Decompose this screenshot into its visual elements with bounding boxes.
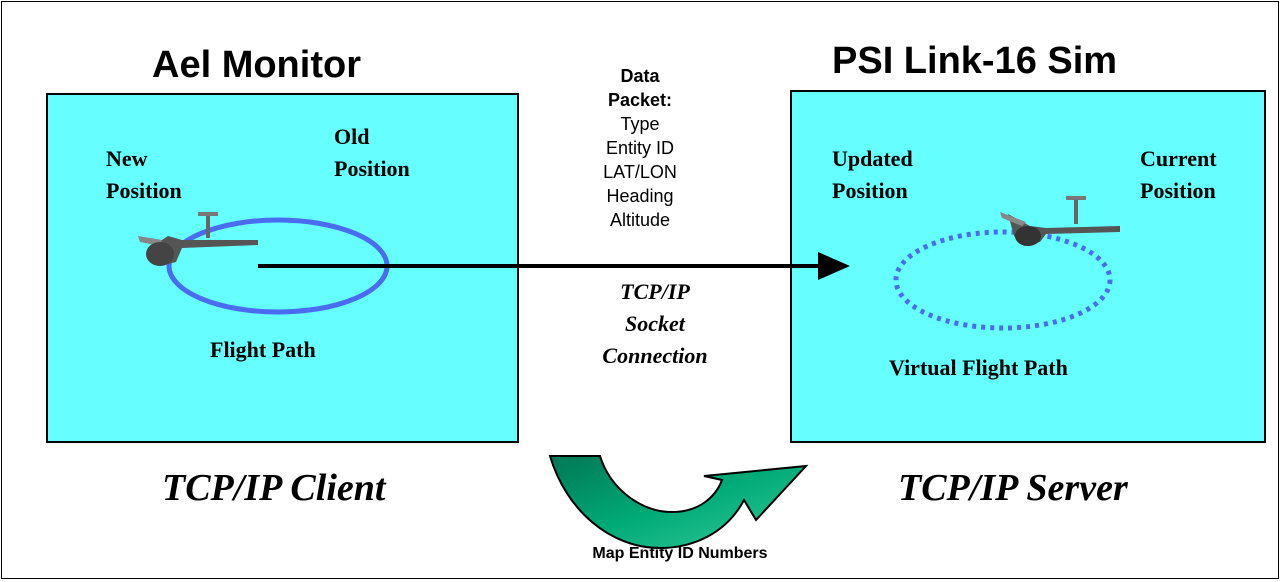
curved-map-arrow xyxy=(548,455,809,550)
right-title: PSI Link-16 Sim xyxy=(832,40,1118,82)
right-panel xyxy=(790,90,1266,443)
left-title: Ael Monitor xyxy=(152,44,361,86)
socket-connection-text: TCP/IP Socket Connection xyxy=(602,279,708,368)
map-entity-label: Map Entity ID Numbers xyxy=(592,545,768,562)
packet-field: Type xyxy=(620,114,660,134)
data-packet-text: Data Packet: Type Entity ID LAT/LON Head… xyxy=(570,64,710,232)
packet-field: Altitude xyxy=(609,210,671,230)
packet-field: LAT/LON xyxy=(603,162,677,182)
aircraft-icon-right xyxy=(1000,196,1120,246)
client-role-label: TCP/IP Client xyxy=(162,467,386,509)
data-arrow-head xyxy=(818,252,850,280)
virtual-flight-path-ellipse xyxy=(893,229,1113,331)
packet-heading-2: Packet: xyxy=(607,90,673,110)
server-role-label: TCP/IP Server xyxy=(898,467,1128,509)
packet-field: Entity ID xyxy=(605,138,675,158)
virtual-flight-path-label: Virtual Flight Path xyxy=(889,355,1068,380)
flight-path-label: Flight Path xyxy=(210,337,316,362)
aircraft-icon-left xyxy=(138,212,258,266)
packet-heading-1: Data xyxy=(620,66,660,86)
packet-field: Heading xyxy=(606,186,674,206)
